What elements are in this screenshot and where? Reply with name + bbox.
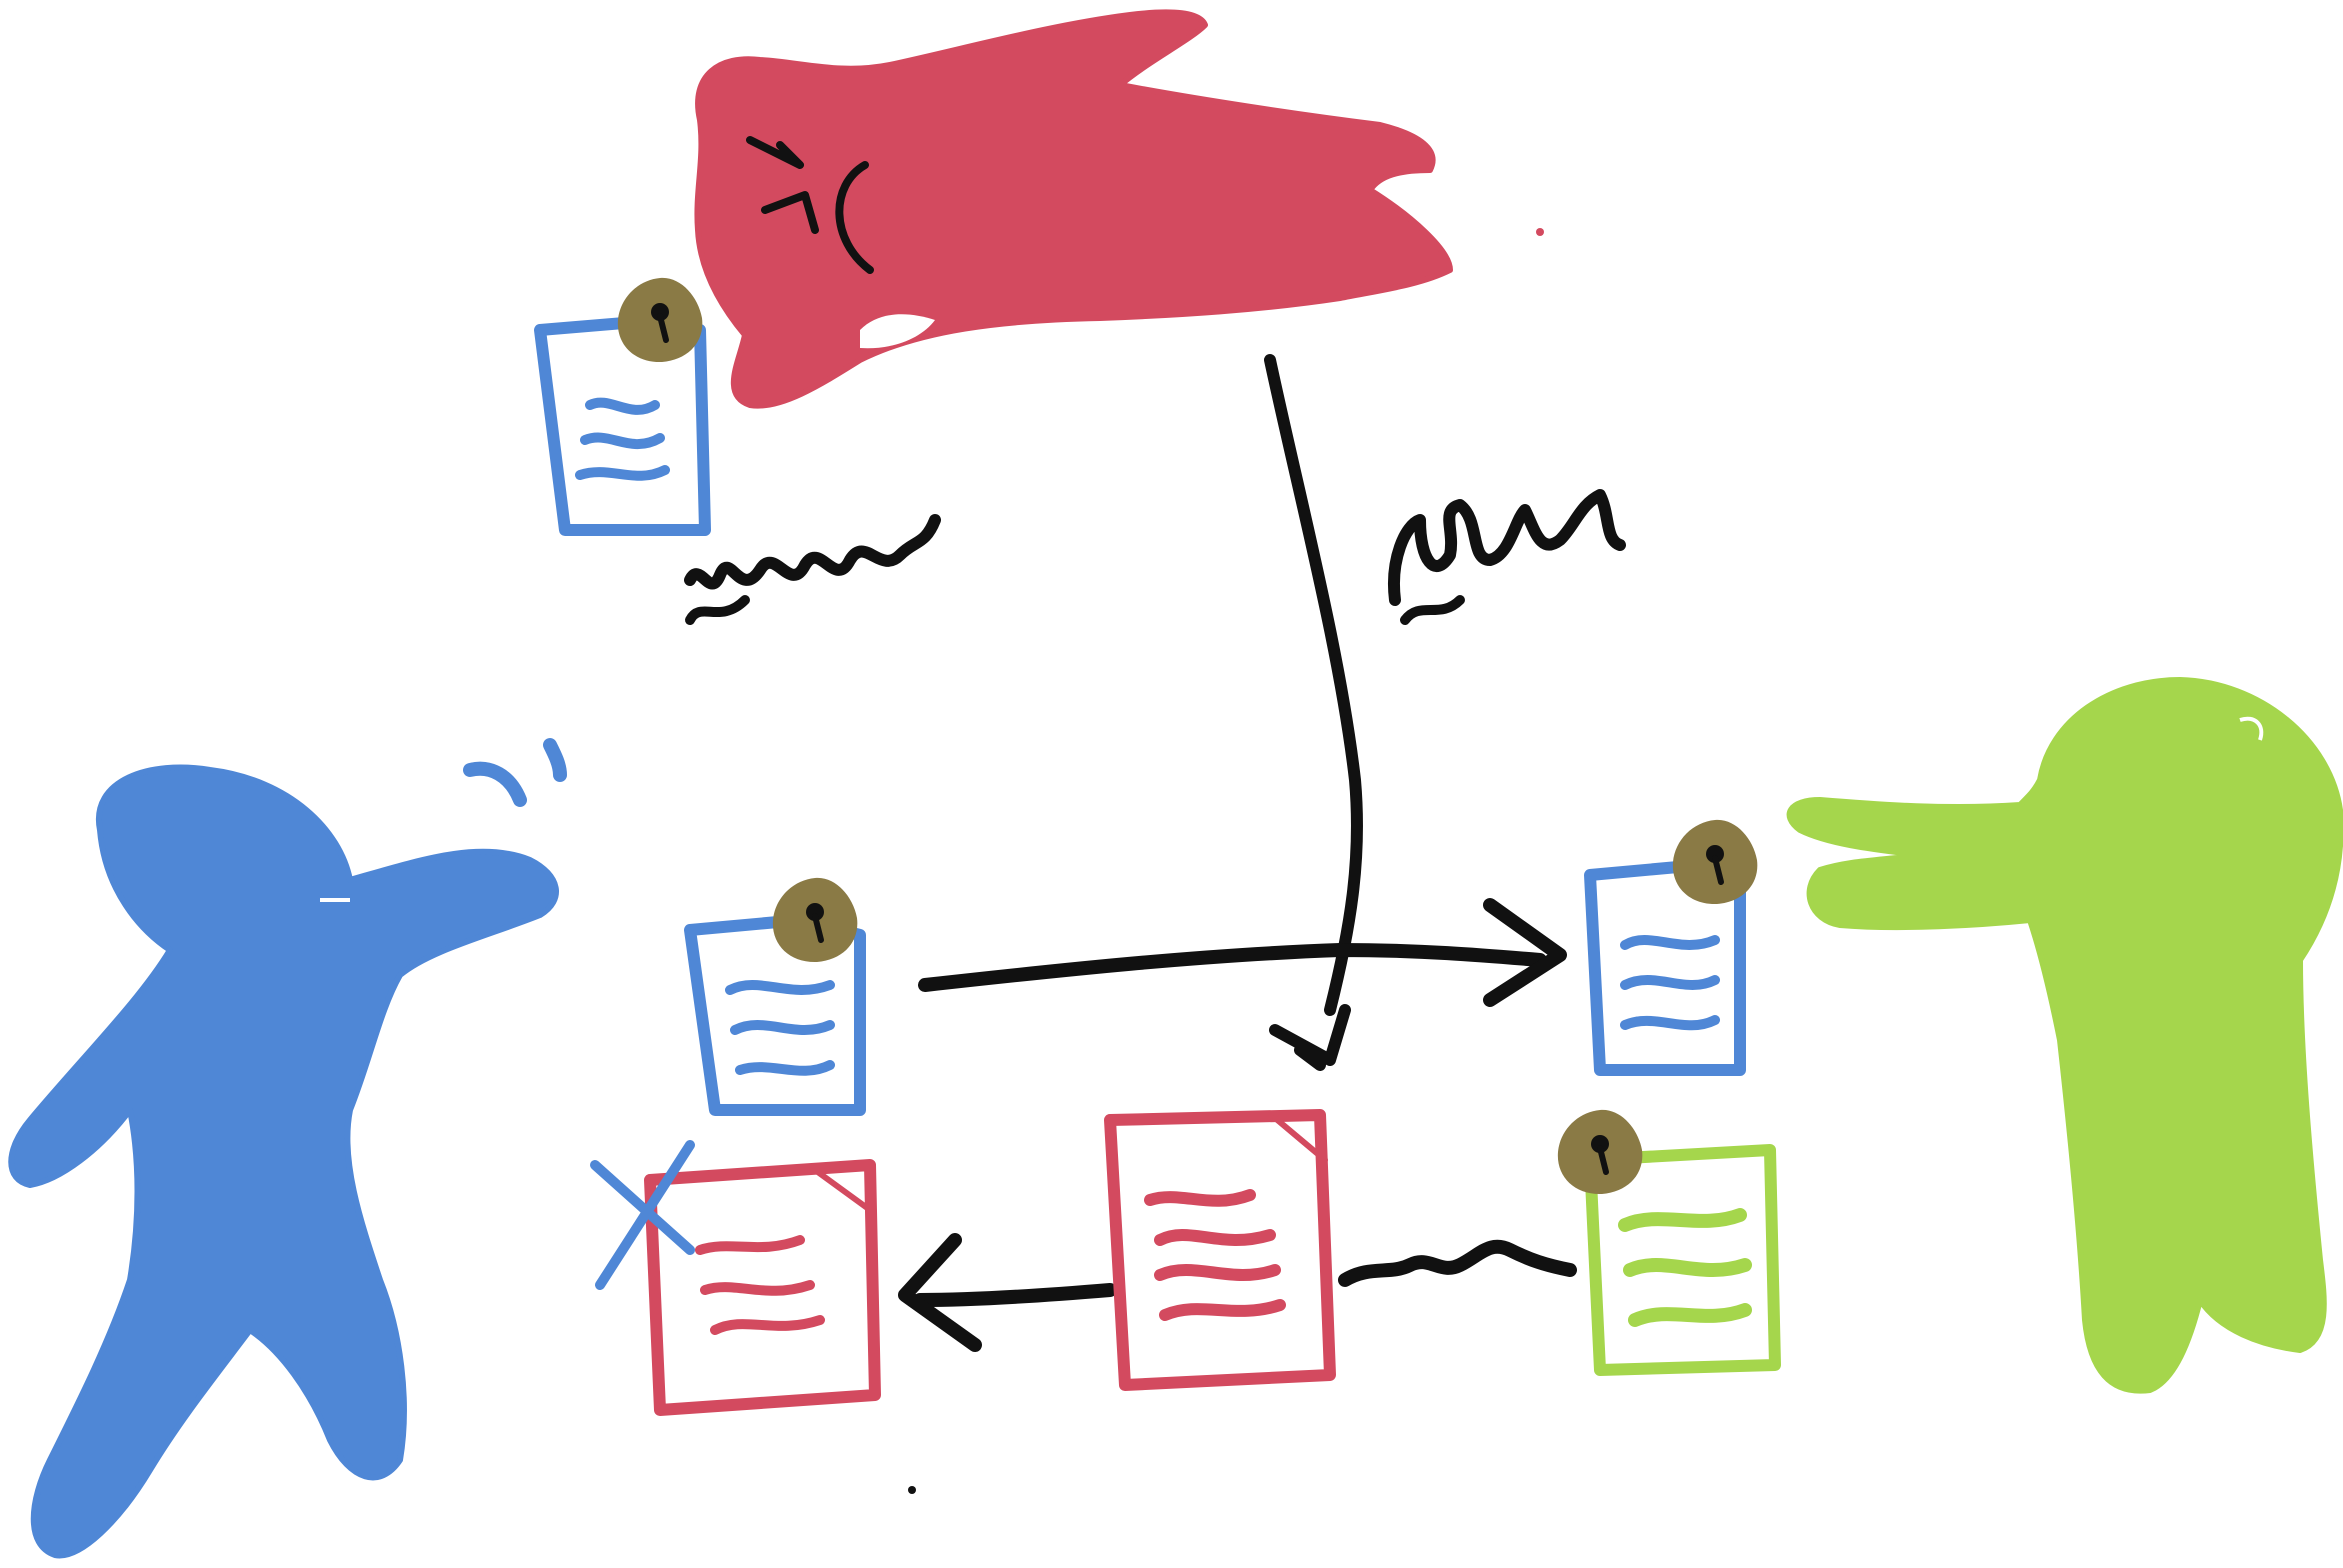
excitement-marks-icon: [463, 738, 567, 807]
arrow-icon: [898, 1233, 1117, 1352]
stray-dot: [908, 1486, 916, 1494]
lock-icon: [1673, 820, 1757, 904]
blue-stick-figure: [8, 764, 559, 1559]
blue-document-with-lock: [684, 878, 866, 1116]
stray-dot: [1536, 228, 1544, 236]
lock-icon: [773, 878, 857, 962]
red-document-crossed: [590, 1140, 881, 1416]
lock-icon: [618, 278, 702, 362]
blue-document-with-lock: [534, 278, 711, 536]
green-document-with-lock: [1558, 1110, 1781, 1376]
blue-document-with-lock: [1584, 820, 1757, 1076]
lock-icon: [1558, 1110, 1642, 1194]
scribble-label-right: [1388, 489, 1626, 625]
green-stick-figure: [1786, 677, 2343, 1394]
cross-mark-icon: [590, 1140, 695, 1290]
angry-face: [746, 136, 874, 274]
scribble-label-bottom: [1338, 1239, 1577, 1287]
red-ghost-figure: [694, 9, 1453, 409]
red-document: [1104, 1109, 1336, 1391]
arrow-icon: [1264, 354, 1364, 1071]
arrow-icon: [918, 898, 1567, 1007]
scribble-label-left: [684, 514, 941, 625]
